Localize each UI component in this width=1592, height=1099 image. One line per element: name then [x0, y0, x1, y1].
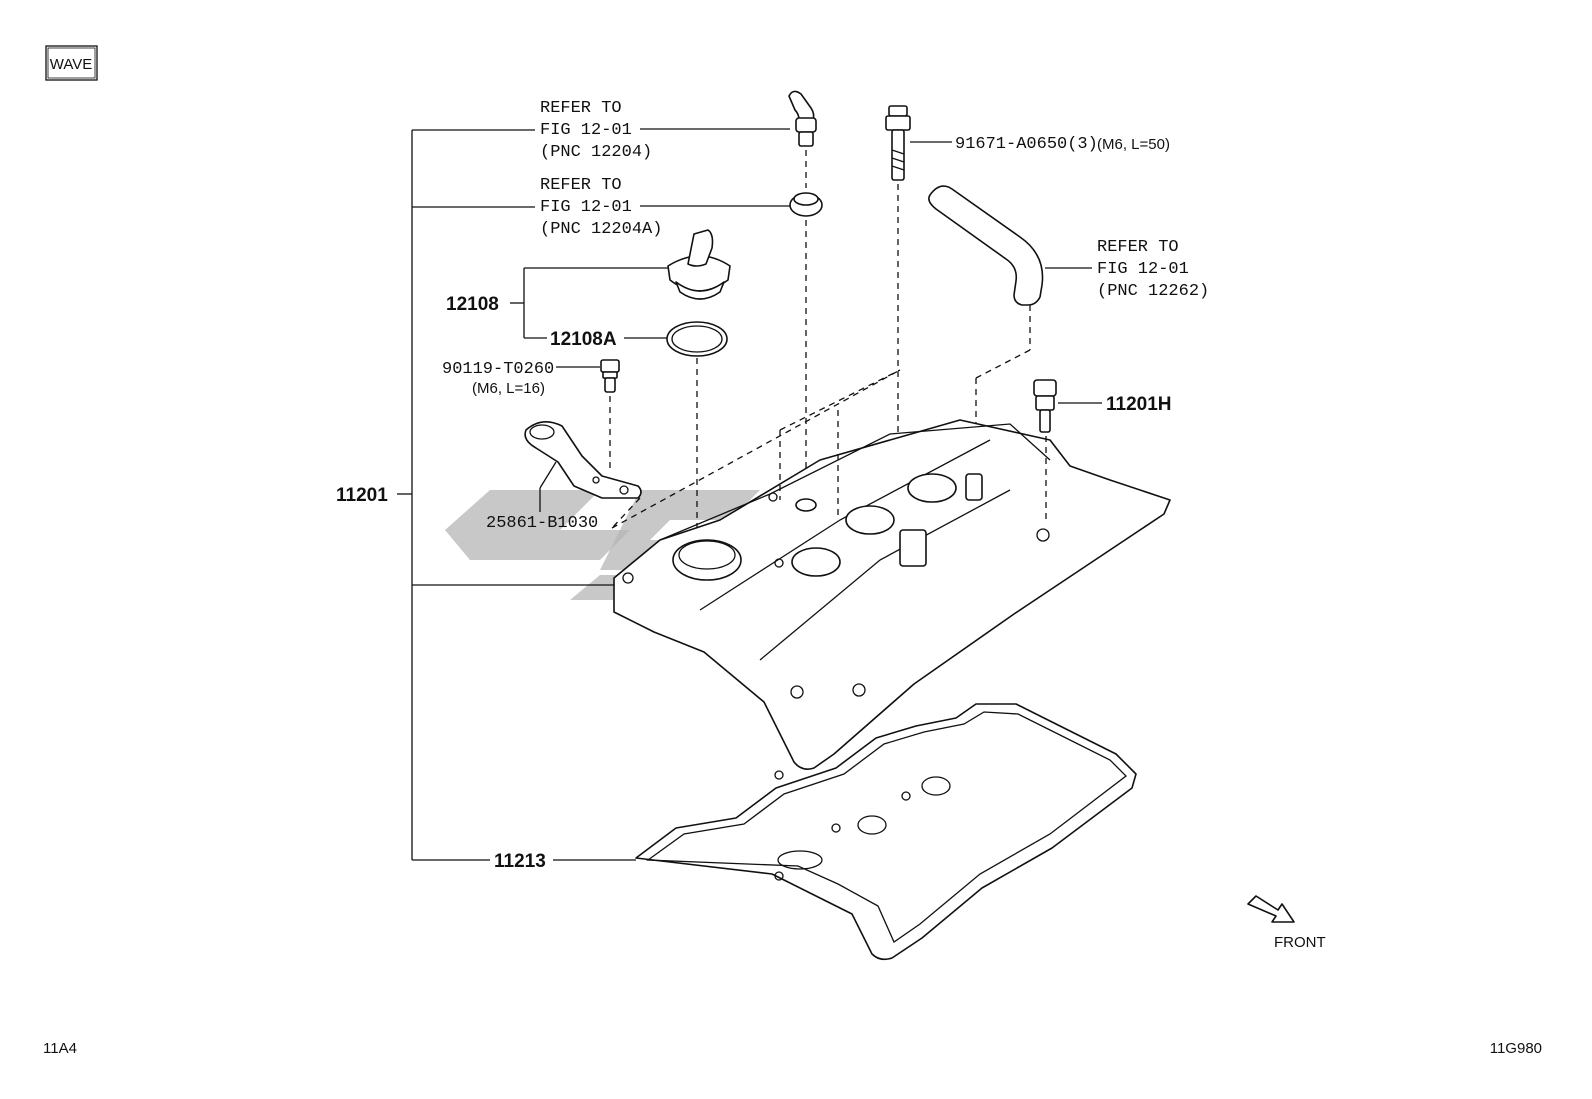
group-bracket — [397, 129, 630, 861]
bracket-drawing — [524, 421, 642, 529]
bolt-long-part-number: 91671-A0650(3) — [955, 135, 1098, 154]
bracket-part-number: 25861-B1030 — [486, 514, 598, 533]
cap-gasket-drawing — [666, 321, 728, 540]
head-cover-gasket-drawing — [635, 703, 1137, 961]
bolt-long-spec: (M6, L=50) — [1097, 136, 1170, 153]
long-bolt-drawing — [885, 105, 952, 510]
cap-gasket-part-number: 12108A — [550, 329, 617, 350]
cover-bolt-part-number: 11201H — [1106, 394, 1172, 415]
callout-refer-12262: REFER TO FIG 12-01 (PNC 12262) — [1097, 238, 1209, 301]
front-arrow-icon — [1247, 895, 1295, 923]
callout-line: (PNC 12204) — [540, 143, 652, 162]
grommet-drawing — [789, 192, 823, 490]
cover-bolt-drawing — [1033, 379, 1102, 520]
front-label: FRONT — [1274, 934, 1326, 951]
cylinder-head-cover-drawing — [613, 419, 1171, 770]
callout-refer-12204A: REFER TO FIG 12-01 (PNC 12204A) — [540, 176, 790, 239]
wave-badge: WAVE — [45, 45, 98, 81]
footer-left-code: 11A4 — [43, 1040, 77, 1057]
callout-line: REFER TO — [540, 176, 622, 195]
callout-line: (PNC 12204A) — [540, 220, 662, 239]
callout-line: REFER TO — [540, 99, 622, 118]
callout-line: REFER TO — [1097, 238, 1179, 257]
callout-line: FIG 12-01 — [1097, 260, 1189, 279]
footer-right-code: 11G980 — [1490, 1040, 1542, 1057]
alignment-dashes — [611, 369, 901, 529]
cover-part-number: 11201 — [336, 485, 388, 506]
gasket-part-number: 11213 — [494, 851, 546, 872]
bolt-short-spec: (M6, L=16) — [472, 380, 545, 397]
pcv-valve-drawing — [788, 90, 817, 188]
callout-line: FIG 12-01 — [540, 198, 632, 217]
cap-part-number: 12108 — [446, 294, 499, 315]
cap-leaders — [510, 267, 668, 339]
wave-badge-text: WAVE — [50, 56, 93, 73]
bolt-short-part-number: 90119-T0260 — [442, 360, 554, 379]
callout-line: (PNC 12262) — [1097, 282, 1209, 301]
oil-filler-cap-drawing — [667, 229, 731, 300]
short-bolt-drawing — [556, 359, 620, 470]
callout-line: FIG 12-01 — [540, 121, 632, 140]
callout-refer-12204: REFER TO FIG 12-01 (PNC 12204) — [540, 99, 790, 162]
